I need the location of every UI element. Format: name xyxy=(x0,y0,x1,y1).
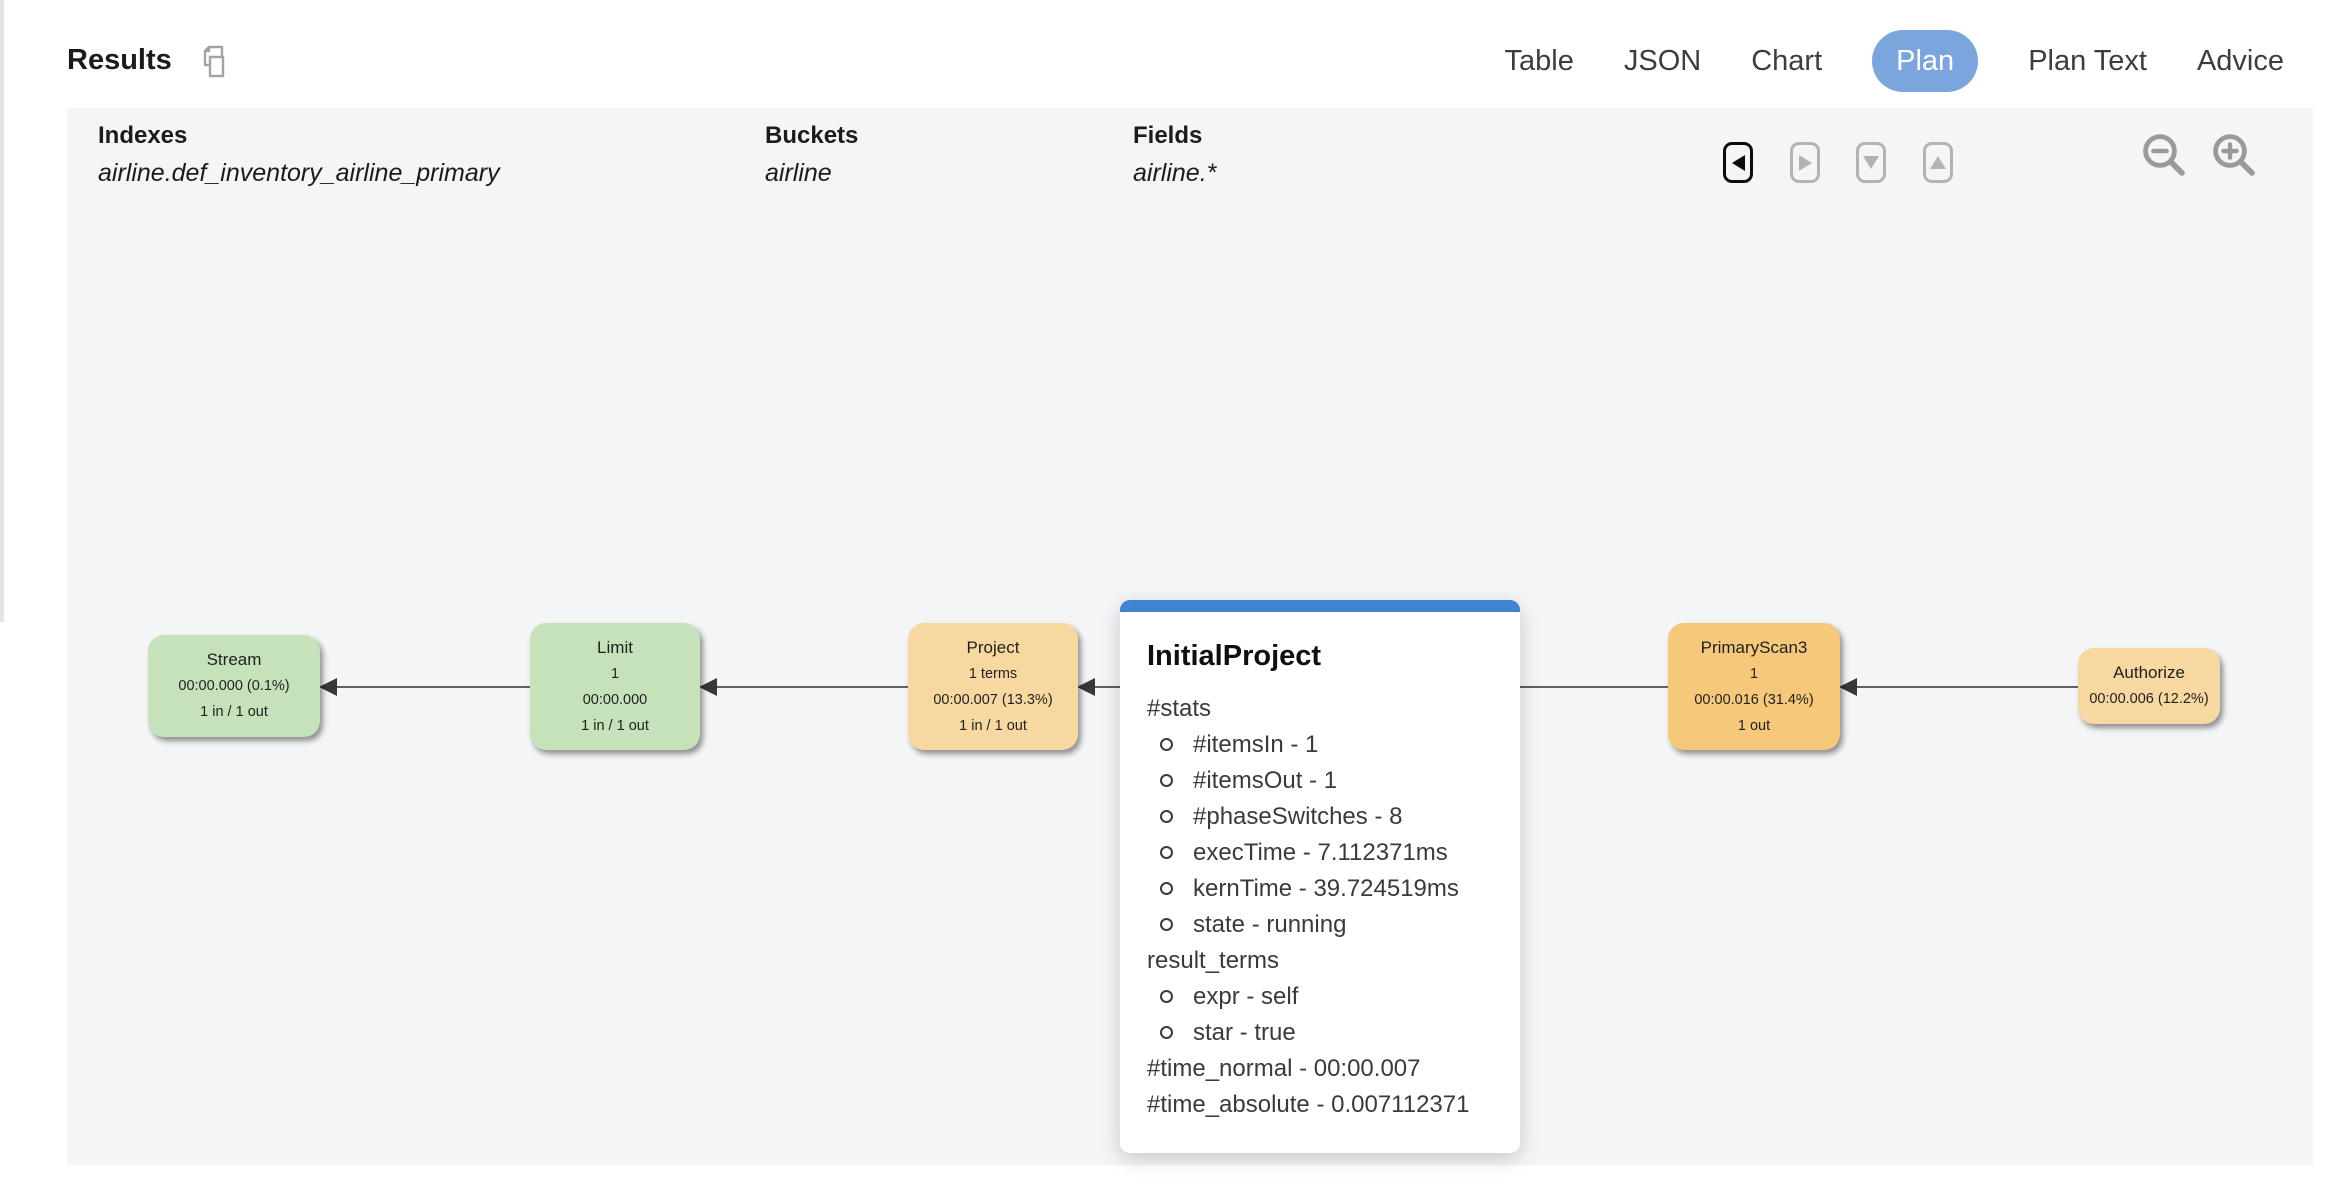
tooltip-accent-bar xyxy=(1120,600,1520,612)
plan-node-limit[interactable]: Limit 1 00:00.000 1 in / 1 out xyxy=(530,623,700,750)
tab-plan-text[interactable]: Plan Text xyxy=(2028,44,2147,77)
copy-icon[interactable] xyxy=(196,44,230,82)
stat-item: #itemsIn - 1 xyxy=(1147,727,1500,763)
skip-forward-icon[interactable] xyxy=(1790,142,1820,183)
zoom-in-icon[interactable] xyxy=(2209,130,2259,182)
node-detail: 00:00.006 (12.2%) xyxy=(2089,691,2209,707)
indexes-meta: Indexes airline.def_inventory_airline_pr… xyxy=(98,122,500,188)
tab-json[interactable]: JSON xyxy=(1623,44,1702,77)
node-title: Stream xyxy=(206,650,262,669)
fields-value: airline.* xyxy=(1133,159,1217,187)
result-term-item: expr - self xyxy=(1147,979,1500,1015)
skip-up-icon[interactable] xyxy=(1923,142,1953,183)
node-detail: 1 xyxy=(1749,665,1759,682)
tab-advice[interactable]: Advice xyxy=(2196,44,2284,77)
buckets-value: airline xyxy=(765,159,832,187)
arrowhead-into-limit xyxy=(699,678,717,696)
stat-item: #itemsOut - 1 xyxy=(1147,763,1500,799)
indexes-label: Indexes xyxy=(98,122,188,149)
buckets-meta: Buckets airline xyxy=(765,122,858,188)
stat-item: kernTime - 39.724519ms xyxy=(1147,871,1500,907)
tab-plan[interactable]: Plan xyxy=(1872,30,1979,92)
skip-down-icon[interactable] xyxy=(1856,142,1886,183)
node-detail: 1 out xyxy=(1737,717,1771,734)
node-title: Limit xyxy=(597,637,633,657)
stats-heading: #stats xyxy=(1147,695,1212,722)
plan-panel: Indexes airline.def_inventory_airline_pr… xyxy=(67,108,2313,1165)
fields-meta: Fields airline.* xyxy=(1133,122,1216,188)
buckets-label: Buckets xyxy=(765,122,859,149)
tab-chart[interactable]: Chart xyxy=(1751,44,1823,77)
arrowhead-into-primaryscan xyxy=(1839,678,1857,696)
tooltip-body: InitialProject #stats #itemsIn - 1 #item… xyxy=(1120,612,1520,1123)
node-detail: 1 xyxy=(610,665,620,682)
result-terms-heading: result_terms xyxy=(1147,947,1280,974)
stats-list: #itemsIn - 1 #itemsOut - 1 #phaseSwitche… xyxy=(1147,727,1500,943)
node-title: Project xyxy=(966,637,1020,657)
fields-label: Fields xyxy=(1133,122,1203,149)
edge-limit-to-stream xyxy=(336,686,532,688)
stat-item: execTime - 7.112371ms xyxy=(1147,835,1500,871)
plan-node-stream[interactable]: Stream 00:00.000 (0.1%) 1 in / 1 out xyxy=(148,635,320,737)
page-title: Results xyxy=(67,44,172,76)
tab-table[interactable]: Table xyxy=(1504,44,1574,77)
node-detail: 00:00.000 xyxy=(582,691,648,708)
node-detail: 00:00.000 (0.1%) xyxy=(178,678,290,694)
node-detail: 1 terms xyxy=(968,665,1018,682)
node-detail: 00:00.016 (31.4%) xyxy=(1694,691,1814,708)
tooltip-title: InitialProject xyxy=(1147,640,1322,672)
node-detail: 1 in / 1 out xyxy=(959,717,1027,734)
time-absolute-line: #time_absolute - 0.007112371 xyxy=(1147,1091,1470,1118)
arrowhead-into-stream xyxy=(319,678,337,696)
pane-divider xyxy=(0,0,4,622)
edge-authorize-to-primaryscan xyxy=(1856,686,2080,688)
operator-detail-tooltip: InitialProject #stats #itemsIn - 1 #item… xyxy=(1120,600,1520,1153)
plan-node-authorize[interactable]: Authorize 00:00.006 (12.2%) xyxy=(2078,648,2220,724)
result-terms-list: expr - self star - true xyxy=(1147,979,1500,1051)
results-view-tabs: Table JSON Chart Plan Plan Text Advice xyxy=(1505,30,2284,92)
node-detail: 00:00.007 (13.3%) xyxy=(933,691,1053,708)
time-normal-line: #time_normal - 00:00.007 xyxy=(1147,1055,1421,1082)
skip-back-icon[interactable] xyxy=(1723,142,1753,183)
indexes-value: airline.def_inventory_airline_primary xyxy=(98,159,500,187)
node-title: Authorize xyxy=(2113,663,2185,682)
node-title: PrimaryScan3 xyxy=(1700,637,1808,657)
stat-item: #phaseSwitches - 8 xyxy=(1147,799,1500,835)
plan-node-project[interactable]: Project 1 terms 00:00.007 (13.3%) 1 in /… xyxy=(908,623,1078,750)
edge-project-to-limit xyxy=(716,686,910,688)
node-detail: 1 in / 1 out xyxy=(581,717,649,734)
node-detail: 1 in / 1 out xyxy=(200,704,268,720)
stat-item: state - running xyxy=(1147,907,1500,943)
plan-node-primaryscan3[interactable]: PrimaryScan3 1 00:00.016 (31.4%) 1 out xyxy=(1668,623,1840,750)
result-term-item: star - true xyxy=(1147,1015,1500,1051)
arrowhead-into-project xyxy=(1077,678,1095,696)
zoom-out-icon[interactable] xyxy=(2139,130,2189,182)
